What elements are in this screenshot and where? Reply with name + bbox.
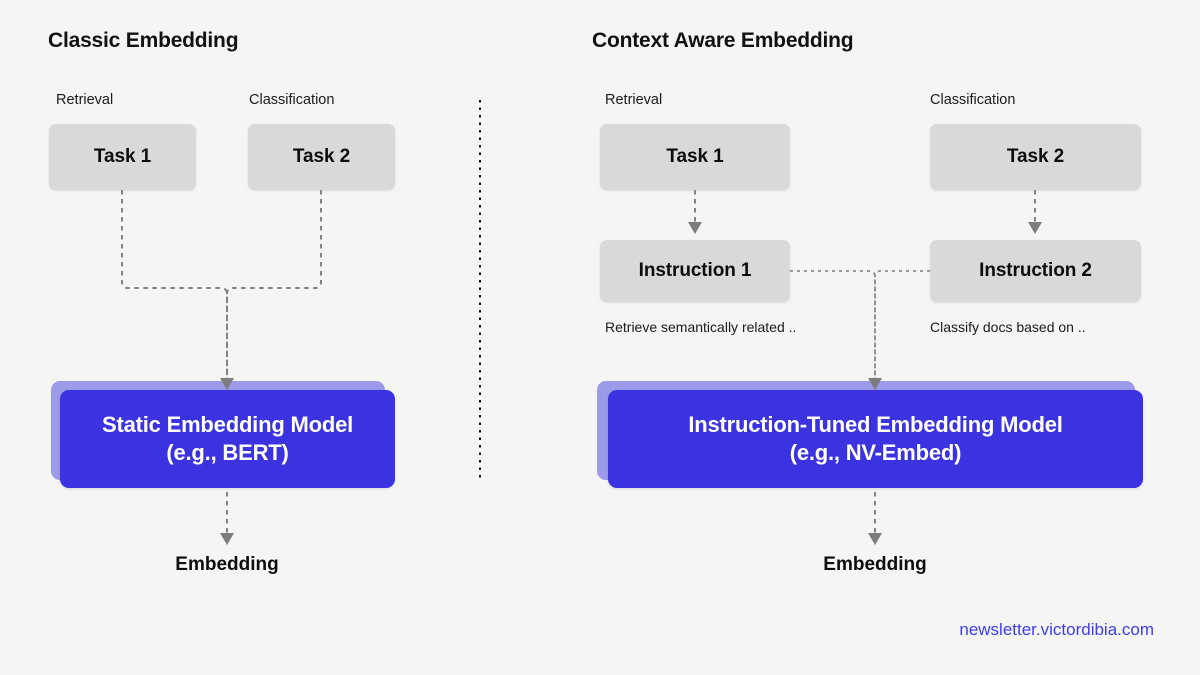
box-task-1-left[interactable]: Task 1: [49, 124, 196, 190]
panel-title-context-aware: Context Aware Embedding: [592, 29, 854, 52]
wire-instruction2-to-model: [874, 270, 930, 378]
box-instruction-1[interactable]: Instruction 1: [600, 240, 790, 302]
label-classification-left: Classification: [249, 92, 335, 108]
caption-instruction-2: Classify docs based on ..: [930, 319, 1086, 335]
label-classification-right: Classification: [930, 92, 1016, 108]
model-label-line2-instruction-tuned: (e.g., NV-Embed): [789, 440, 962, 465]
arrowhead-embedding-left: [220, 533, 234, 545]
output-label-instruction-tuned: Embedding: [823, 554, 927, 575]
label-retrieval-right: Retrieval: [605, 92, 663, 108]
box-task-2-left[interactable]: Task 2: [248, 124, 395, 190]
model-label-line1-instruction-tuned: Instruction-Tuned Embedding Model: [688, 411, 1063, 437]
wire-instruction1-to-model: [790, 270, 876, 378]
panel-title-classic: Classic Embedding: [48, 29, 239, 52]
arrowhead-instruction2: [1028, 222, 1042, 234]
wire-task2-to-model-left: [226, 190, 322, 378]
box-task-1-right[interactable]: Task 1: [600, 124, 790, 190]
box-task-2-right[interactable]: Task 2: [930, 124, 1141, 190]
arrowhead-instruction1: [688, 222, 702, 234]
model-box-front-instruction-tuned[interactable]: Instruction-Tuned Embedding Model (e.g.,…: [608, 390, 1143, 488]
wire-task1-to-model-left: [121, 190, 228, 378]
arrowhead-embedding-right: [868, 533, 882, 545]
model-box-front-classic[interactable]: Static Embedding Model (e.g., BERT): [60, 390, 395, 488]
caption-instruction-1: Retrieve semantically related ..: [605, 319, 797, 335]
box-instruction-2[interactable]: Instruction 2: [930, 240, 1141, 302]
newsletter-link[interactable]: newsletter.victordibia.com: [959, 620, 1154, 639]
model-label-line2-classic: (e.g., BERT): [166, 440, 289, 465]
model-label-line1-classic: Static Embedding Model: [101, 411, 354, 437]
label-retrieval-left: Retrieval: [56, 92, 114, 108]
output-label-classic: Embedding: [175, 554, 279, 575]
